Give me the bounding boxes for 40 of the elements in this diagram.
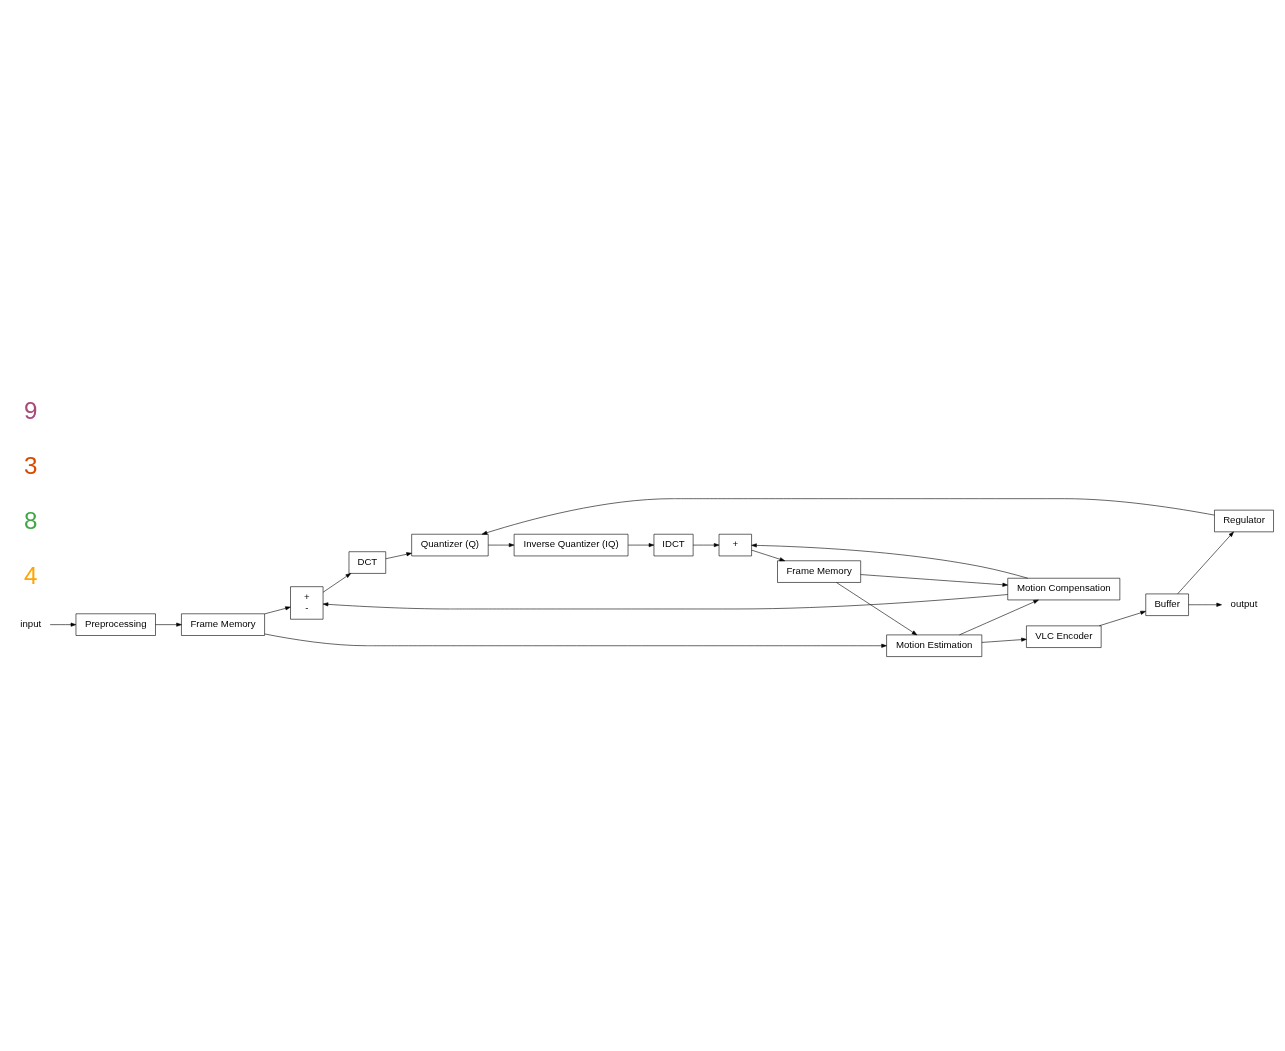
node-text: input (20, 617, 42, 629)
node-box: + (718, 533, 752, 557)
node-box: Quantizer (Q) (411, 533, 489, 557)
arrow (836, 582, 918, 636)
node-text: output (1230, 598, 1258, 610)
node-box: + - (290, 586, 324, 620)
arrow (627, 543, 655, 548)
arrow (264, 606, 291, 615)
node-box: Motion Estimation (886, 634, 983, 657)
arrow (322, 594, 1008, 610)
arrow (959, 599, 1039, 636)
arrow (49, 622, 77, 627)
node-box: Regulator (1214, 509, 1274, 533)
node-box: DCT (348, 551, 387, 574)
arrow (385, 552, 412, 560)
arrow (1098, 610, 1146, 627)
node-box: Frame Memory (777, 560, 861, 583)
arrow (751, 549, 785, 562)
node-box: Inverse Quantizer (IQ) (513, 533, 629, 557)
node-box: Frame Memory (181, 613, 265, 636)
arrow (1177, 531, 1234, 595)
node-box: Preprocessing (75, 613, 156, 636)
arrow (322, 573, 352, 593)
arrow (481, 498, 1215, 535)
arrow (860, 574, 1008, 587)
node-box: Motion Compensation (1007, 577, 1121, 601)
arrow (692, 543, 720, 548)
label: 4 (24, 561, 38, 589)
arrow (1188, 602, 1222, 607)
arrow (751, 543, 1029, 579)
label: 3 (24, 451, 38, 479)
arrow (155, 622, 182, 627)
arrow (981, 637, 1027, 643)
node-box: Buffer (1145, 593, 1189, 616)
arrow (264, 633, 887, 648)
arrow (488, 543, 515, 548)
node-box: VLC Encoder (1026, 625, 1102, 648)
label: 8 (24, 506, 38, 534)
node-box: IDCT (653, 533, 694, 557)
label: 9 (24, 397, 38, 425)
